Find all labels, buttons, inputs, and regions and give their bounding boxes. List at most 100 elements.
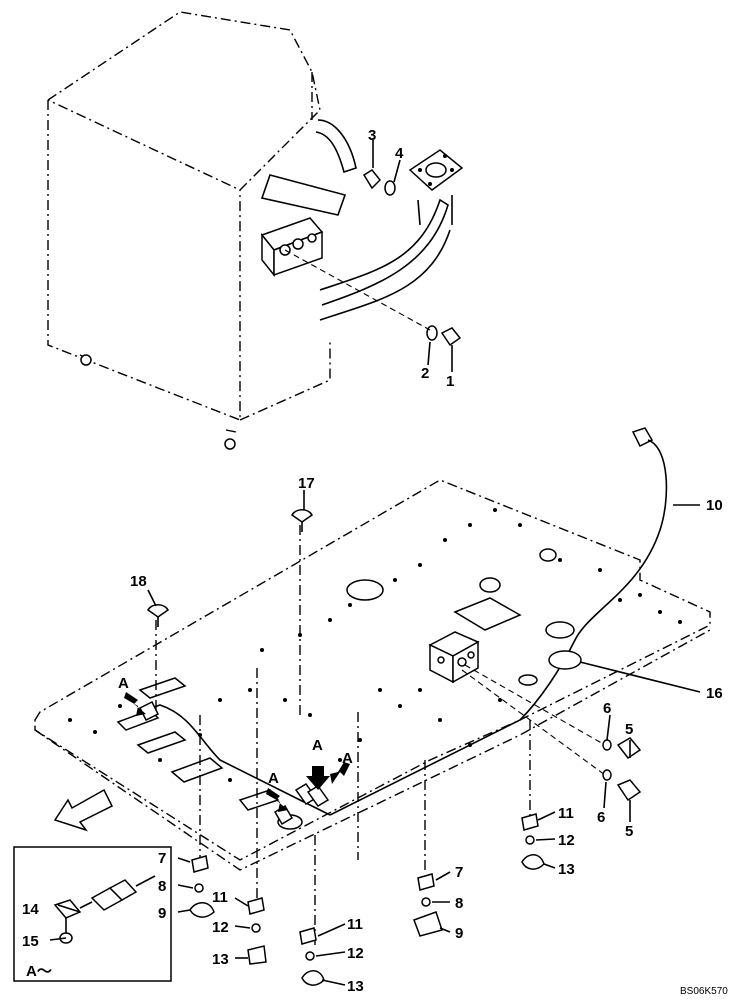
- detail-view-label: A～: [26, 963, 52, 980]
- tank-assembly: [47, 11, 464, 450]
- callout-7-left: 7: [158, 850, 166, 867]
- floor-pad-4: [170, 757, 224, 783]
- view-arrow-labels: A A A A: [118, 675, 353, 787]
- detail-box: [13, 846, 172, 982]
- floor-hole-3: [539, 548, 557, 562]
- view-arrow-4: [330, 762, 350, 784]
- o-ring-6-lower: [602, 769, 612, 781]
- callout-1: 1: [446, 373, 454, 390]
- callout-11-left: 11: [212, 889, 228, 906]
- view-label-a-4: A: [342, 750, 353, 767]
- callout-6-upper: 6: [603, 700, 611, 717]
- suction-pipe: [319, 198, 449, 306]
- plug-3: [362, 169, 382, 190]
- tank-side-bottom: [239, 340, 331, 421]
- callout-labels: 3 4 2 1 10 16 6 5 6 5 17 18 14 15 7 8 9 …: [22, 127, 723, 995]
- elbow-5-upper: [616, 737, 642, 760]
- clamp-set-right: [413, 873, 443, 937]
- floor-plate-outline: [34, 479, 711, 861]
- upper-hose: [315, 119, 357, 174]
- floor-pad-1: [138, 677, 187, 699]
- tank-front-outline: [47, 100, 241, 422]
- callout-11-far: 11: [558, 805, 574, 822]
- valve-block: [428, 631, 480, 684]
- floor-hole-1: [346, 579, 384, 601]
- floor-plate: [34, 479, 711, 871]
- clamp-set-mid1: [247, 897, 267, 965]
- callout-10: 10: [706, 497, 723, 514]
- harness-branch: [139, 704, 331, 816]
- clamp-set-left: [189, 855, 215, 918]
- bolt-17: [291, 509, 313, 532]
- floor-hole-4: [545, 621, 575, 639]
- o-ring-6-upper: [602, 739, 612, 751]
- callout-18: 18: [130, 573, 147, 590]
- callout-15: 15: [22, 933, 39, 950]
- callout-5-upper: 5: [625, 721, 633, 738]
- callout-13-left: 13: [212, 951, 229, 968]
- callout-16: 16: [706, 685, 723, 702]
- harness-connector: [631, 427, 654, 448]
- view-arrows: [124, 692, 350, 812]
- view-arrow-3: [306, 766, 330, 790]
- floor-slot: [453, 597, 522, 631]
- fittings-5-6: [602, 737, 642, 802]
- callout-2: 2: [421, 365, 429, 382]
- leader-plug1: [284, 249, 431, 331]
- fastener-leaders: [155, 525, 531, 945]
- detail-frame: [13, 846, 172, 982]
- o-ring-4: [384, 180, 396, 196]
- view-label-a-1: A: [118, 675, 129, 692]
- callout-9-left: 9: [158, 905, 166, 922]
- callout-3: 3: [368, 127, 376, 144]
- view-arrow-1: [124, 692, 146, 716]
- view-label-a-3: A: [312, 737, 323, 754]
- front-direction-arrow: [53, 788, 114, 832]
- floor-hole-2: [479, 577, 501, 593]
- callout-13-mid: 13: [347, 978, 364, 995]
- leader-fittings: [461, 664, 606, 776]
- callout-17: 17: [298, 475, 315, 492]
- figure-code: BS06K570: [680, 986, 728, 997]
- detail-wire: [79, 901, 93, 909]
- callout-6-lower: 6: [597, 809, 605, 826]
- lower-hose: [260, 174, 347, 216]
- detail-connector-2: [108, 879, 138, 901]
- tank-top-outline: [47, 11, 321, 191]
- callout-8-left: 8: [158, 878, 166, 895]
- callout-leaders: [49, 140, 701, 986]
- grommet-16: [548, 650, 582, 670]
- port-block: [260, 217, 324, 278]
- floor-holes-small: [68, 508, 682, 782]
- clamp-set-mid2: [299, 927, 325, 986]
- o-ring-2: [426, 325, 438, 341]
- view-arrow-2: [266, 788, 288, 812]
- callout-9-right: 9: [455, 925, 463, 942]
- view-label-a-2: A: [268, 770, 279, 787]
- bolt-18: [147, 604, 169, 627]
- callout-7-right: 7: [455, 864, 463, 881]
- harness-wire: [329, 439, 668, 816]
- harness-clip-2: [306, 785, 330, 807]
- callout-11-mid: 11: [347, 916, 363, 933]
- suction-pipe-lower: [319, 229, 451, 321]
- flange-adapter: [408, 149, 464, 226]
- harness-10: [138, 427, 668, 826]
- floor-hole-5: [518, 674, 538, 686]
- callout-4: 4: [395, 145, 404, 162]
- tank-foot-left: [80, 354, 92, 366]
- tank-foot-right: [224, 438, 236, 450]
- callout-8-right: 8: [455, 895, 463, 912]
- callout-12-far: 12: [558, 832, 575, 849]
- clamp-set-far: [521, 813, 545, 870]
- elbow-5-lower: [616, 779, 642, 802]
- harness-clip-4: [138, 700, 160, 722]
- callout-12-left: 12: [212, 919, 229, 936]
- plug-1: [440, 327, 462, 347]
- callout-13-far: 13: [558, 861, 575, 878]
- detail-wire-2: [135, 875, 156, 887]
- callout-12-mid: 12: [347, 945, 364, 962]
- callout-5-lower: 5: [625, 823, 633, 840]
